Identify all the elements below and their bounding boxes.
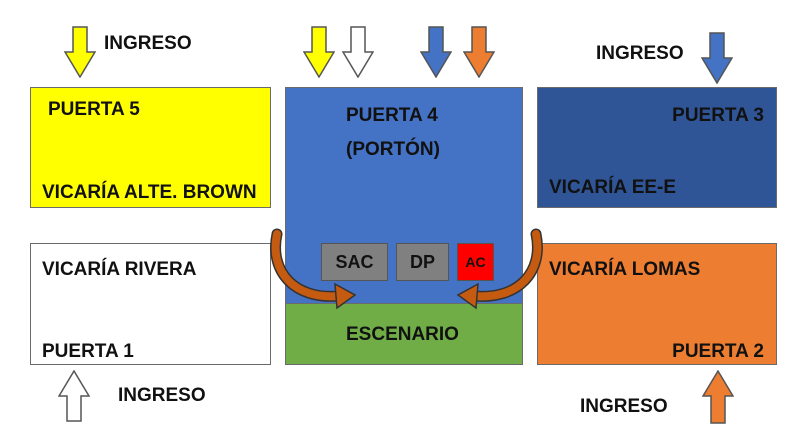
white-down-arrow-icon: [342, 26, 374, 78]
yellow-down-arrow-icon: [64, 26, 96, 78]
ingreso-label-bottom-left: INGRESO: [118, 385, 206, 406]
escenario-box: ESCENARIO: [285, 303, 523, 365]
ingreso-label-bottom-right: INGRESO: [580, 396, 668, 417]
yellow-down-arrow-icon: [303, 26, 335, 78]
puerta-2-box: VICARÍA LOMAS PUERTA 2: [537, 243, 777, 365]
dp-booth: DP: [396, 243, 449, 281]
orange-up-arrow-icon: [702, 370, 734, 424]
curved-arrow-right-icon: [456, 228, 543, 310]
vicaria-alte-brown-label: VICARÍA ALTE. BROWN: [42, 182, 257, 203]
vicaria-lomas-label: VICARÍA LOMAS: [549, 259, 701, 280]
puerta-4-title: PUERTA 4: [346, 105, 438, 126]
puerta-3-title: PUERTA 3: [672, 105, 764, 126]
puerta-5-title: PUERTA 5: [48, 99, 140, 120]
ingreso-label-top-right: INGRESO: [596, 43, 684, 64]
ingreso-label-top-left: INGRESO: [104, 33, 192, 54]
blue-down-arrow-icon: [420, 26, 452, 78]
vicaria-ee-e-label: VICARÍA EE-E: [549, 177, 677, 198]
puerta-5-box: PUERTA 5 VICARÍA ALTE. BROWN: [30, 87, 271, 208]
puerta-2-title: PUERTA 2: [672, 341, 764, 362]
vicaria-rivera-label: VICARÍA RIVERA: [42, 259, 197, 280]
curved-arrow-left-icon: [270, 228, 357, 310]
blue-down-arrow-icon: [701, 32, 733, 84]
puerta-3-box: PUERTA 3 VICARÍA EE-E: [537, 87, 777, 208]
puerta-1-title: PUERTA 1: [42, 341, 134, 362]
sac-booth: SAC: [321, 243, 388, 281]
orange-down-arrow-icon: [463, 26, 495, 78]
ac-booth: AC: [457, 243, 494, 281]
white-up-arrow-icon: [58, 370, 90, 422]
porton-label: (PORTÓN): [346, 139, 440, 160]
escenario-label: ESCENARIO: [346, 324, 459, 345]
puerta-1-box: VICARÍA RIVERA PUERTA 1: [30, 243, 271, 365]
